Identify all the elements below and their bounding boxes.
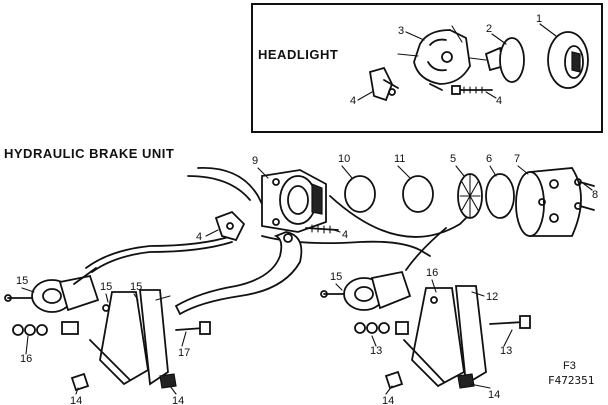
callout-3: 3 — [398, 25, 404, 37]
callout-1: 1 — [536, 13, 542, 25]
headlight-lens — [547, 31, 589, 89]
callout-2: 2 — [486, 23, 492, 35]
diaphragm-11 — [402, 175, 434, 213]
callout-10: 10 — [338, 153, 350, 165]
brake-unit: HYDRAULIC BRAKE UNIT — [4, 146, 598, 405]
left-caliper-assembly — [4, 267, 211, 392]
callout-16-a: 16 — [20, 353, 32, 365]
headlight-bracket — [368, 66, 399, 102]
callout-7: 7 — [514, 153, 520, 165]
right-caliper-assembly — [320, 270, 531, 390]
callout-15-c: 15 — [130, 281, 142, 293]
cover-7 — [515, 167, 582, 237]
mc-screw — [305, 224, 339, 234]
screws-8 — [574, 178, 595, 211]
callout-14-a: 14 — [70, 395, 82, 405]
callout-15-d: 15 — [330, 271, 342, 283]
callout-6: 6 — [486, 153, 492, 165]
headlight-title: HEADLIGHT — [258, 47, 338, 62]
callout-11: 11 — [394, 153, 405, 165]
callout-4-bracket: 4 — [350, 95, 356, 107]
callout-13-left: 13 — [370, 345, 382, 357]
callout-14-d: 14 — [488, 389, 500, 401]
brake-lever — [174, 231, 303, 316]
headlight-inset: HEADLIGHT — [251, 3, 603, 133]
brake-unit-title: HYDRAULIC BRAKE UNIT — [4, 146, 174, 161]
callout-15-a: 15 — [16, 275, 28, 287]
callout-4-screw: 4 — [496, 95, 502, 107]
headlight-housing — [397, 25, 471, 85]
callout-16-b: 17 — [178, 347, 190, 359]
headlight-bulb — [469, 37, 525, 83]
callout-9: 9 — [252, 155, 258, 167]
figure-code: F472351 — [548, 374, 594, 387]
callout-13-right: 13 — [500, 345, 512, 357]
callout-12: 12 — [486, 291, 498, 303]
mc-bracket — [214, 210, 246, 242]
headlight-screw — [429, 83, 493, 95]
callout-5: 5 — [450, 153, 456, 165]
callout-15-e: 16 — [426, 267, 438, 279]
callout-15-b: 15 — [100, 281, 112, 293]
callout-8: 8 — [592, 189, 598, 201]
callout-4-mc-screw: 4 — [342, 229, 348, 241]
callout-14-b: 14 — [172, 395, 184, 405]
seal-6 — [485, 173, 515, 219]
grille-disc-5 — [457, 173, 483, 219]
callout-14-c: 14 — [382, 395, 394, 405]
figure-label: F3 — [563, 360, 576, 372]
callout-4-mc-bracket: 4 — [196, 231, 202, 243]
master-cylinder — [261, 169, 327, 233]
gasket-10 — [344, 175, 376, 213]
